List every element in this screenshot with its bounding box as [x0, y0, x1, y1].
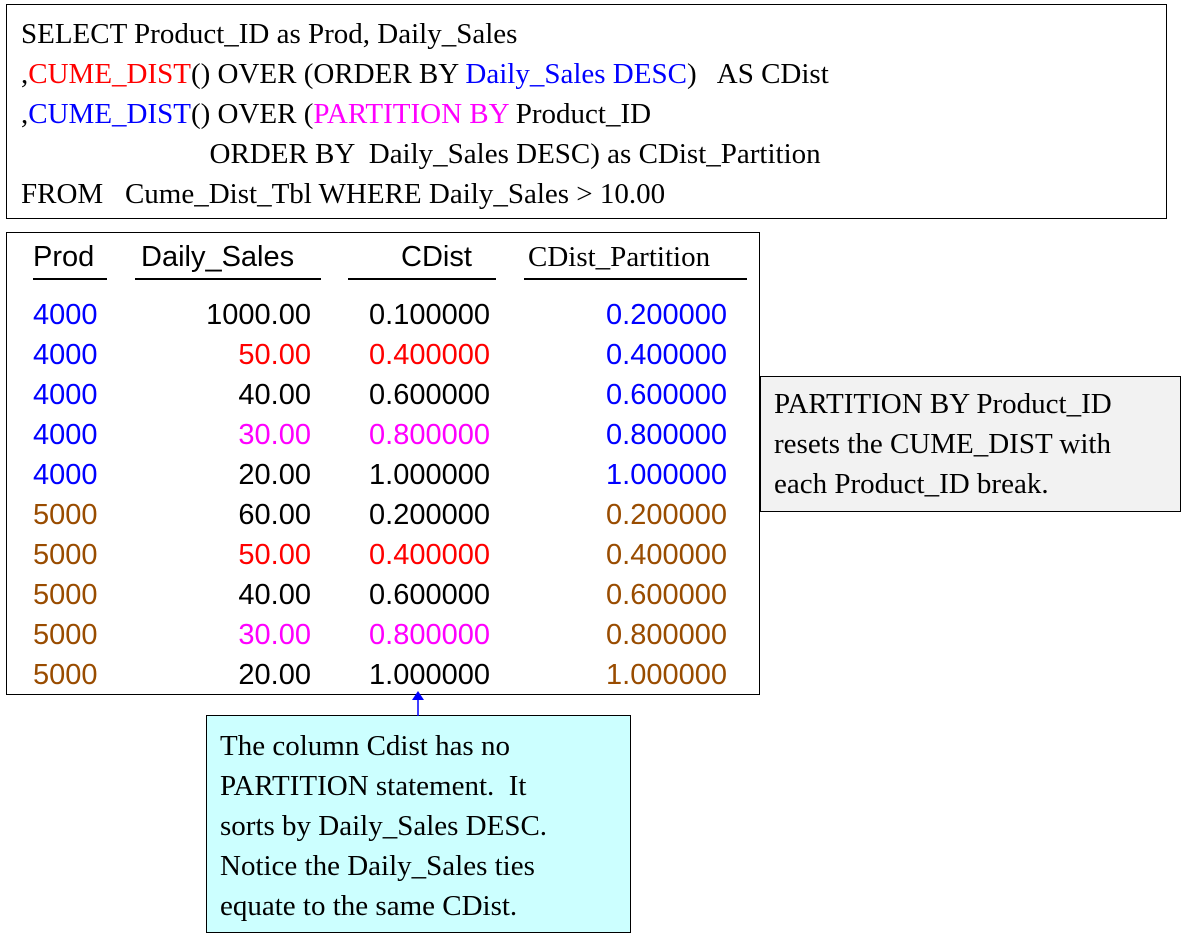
prod-cell: 5000: [33, 579, 98, 611]
cdist-cell: 0.400000: [369, 339, 490, 371]
prod-cell: 4000: [33, 379, 98, 411]
cdist-partition-cell: 0.400000: [606, 339, 727, 371]
daily-sales-cell: 50.00: [238, 339, 311, 371]
sql-token: FROM Cume_Dist_Tbl WHERE Daily_Sales > 1…: [21, 178, 666, 210]
cdist-partition-cell: 0.200000: [606, 299, 727, 331]
arrow-up-icon: [412, 691, 424, 716]
daily-sales-cell: 40.00: [238, 379, 311, 411]
daily-sales-cell: 1000.00: [206, 299, 311, 331]
sql-line: ,CUME_DIST() OVER (PARTITION BY Product_…: [21, 94, 651, 134]
note-line: sorts by Daily_Sales DESC.: [220, 810, 548, 842]
header-daily-sales: Daily_Sales: [141, 241, 295, 273]
cdist-cell: 0.800000: [369, 419, 490, 451]
sql-token: CUME_DIST: [28, 98, 191, 130]
note-line: PARTITION BY Product_ID: [774, 388, 1112, 420]
note-line: The column Cdist has no: [220, 730, 510, 762]
header-cdist: CDist: [401, 241, 472, 273]
note-line: resets the CUME_DIST with: [774, 428, 1111, 460]
prod-cell: 4000: [33, 299, 98, 331]
sql-token: PARTITION BY: [313, 98, 516, 130]
header-prod: Prod: [33, 241, 95, 273]
prod-cell: 5000: [33, 539, 98, 571]
note-line: Notice the Daily_Sales ties: [220, 850, 535, 882]
note-line: each Product_ID break.: [774, 468, 1049, 500]
result-table: Prod Daily_Sales CDist CDist_Partition 4…: [6, 232, 760, 695]
daily-sales-cell: 20.00: [238, 459, 311, 491]
cdist-partition-cell: 1.000000: [606, 659, 727, 691]
sql-line: SELECT Product_ID as Prod, Daily_Sales: [21, 14, 517, 54]
header-underline: [348, 278, 496, 280]
cdist-partition-cell: 1.000000: [606, 459, 727, 491]
cdist-cell: 0.400000: [369, 539, 490, 571]
cdist-cell: 0.600000: [369, 579, 490, 611]
cdist-partition-cell: 0.400000: [606, 539, 727, 571]
cdist-cell: 0.100000: [369, 299, 490, 331]
note-line: PARTITION statement. It: [220, 770, 527, 802]
cdist-partition-cell: 0.200000: [606, 499, 727, 531]
sql-token: () OVER (ORDER BY: [190, 58, 466, 90]
sql-token: SELECT Product_ID as Prod, Daily_Sales: [21, 18, 518, 50]
prod-cell: 4000: [33, 339, 98, 371]
daily-sales-cell: 40.00: [238, 579, 311, 611]
header-cdist-partition: CDist_Partition: [528, 241, 711, 273]
prod-cell: 5000: [33, 499, 98, 531]
daily-sales-cell: 50.00: [238, 539, 311, 571]
sql-line: ORDER BY Daily_Sales DESC) as CDist_Part…: [21, 134, 821, 174]
sql-token: ) AS CDist: [686, 58, 829, 90]
daily-sales-cell: 20.00: [238, 659, 311, 691]
cdist-cell: 1.000000: [369, 459, 490, 491]
sql-token: ORDER BY Daily_Sales DESC) as CDist_Part…: [21, 138, 821, 170]
sql-token: () OVER (: [190, 98, 314, 130]
header-underline: [135, 278, 321, 280]
sql-line: FROM Cume_Dist_Tbl WHERE Daily_Sales > 1…: [21, 174, 665, 214]
sql-token: Daily_Sales DESC: [465, 58, 687, 90]
daily-sales-cell: 60.00: [238, 499, 311, 531]
prod-cell: 4000: [33, 419, 98, 451]
prod-cell: 4000: [33, 459, 98, 491]
sql-token: Product_ID: [515, 98, 652, 130]
header-underline: [33, 278, 107, 280]
prod-cell: 5000: [33, 659, 98, 691]
sql-token: CUME_DIST: [28, 58, 191, 90]
sql-line: ,CUME_DIST() OVER (ORDER BY Daily_Sales …: [21, 54, 829, 94]
cdist-partition-cell: 0.800000: [606, 419, 727, 451]
cdist-cell: 0.800000: [369, 619, 490, 651]
note-line: equate to the same CDist.: [220, 890, 518, 922]
cdist-cell: 0.600000: [369, 379, 490, 411]
cdist-partition-cell: 0.600000: [606, 579, 727, 611]
prod-cell: 5000: [33, 619, 98, 651]
cdist-cell: 0.200000: [369, 499, 490, 531]
header-underline: [524, 278, 747, 280]
cdist-partition-cell: 0.600000: [606, 379, 727, 411]
sql-token: ,: [21, 58, 29, 90]
cdist-note: The column Cdist has no PARTITION stateme…: [206, 715, 631, 933]
sql-token: ,: [21, 98, 29, 130]
sql-query-box: SELECT Product_ID as Prod, Daily_Sales,C…: [6, 4, 1167, 219]
daily-sales-cell: 30.00: [238, 419, 311, 451]
daily-sales-cell: 30.00: [238, 619, 311, 651]
cdist-cell: 1.000000: [369, 659, 490, 691]
cdist-partition-cell: 0.800000: [606, 619, 727, 651]
